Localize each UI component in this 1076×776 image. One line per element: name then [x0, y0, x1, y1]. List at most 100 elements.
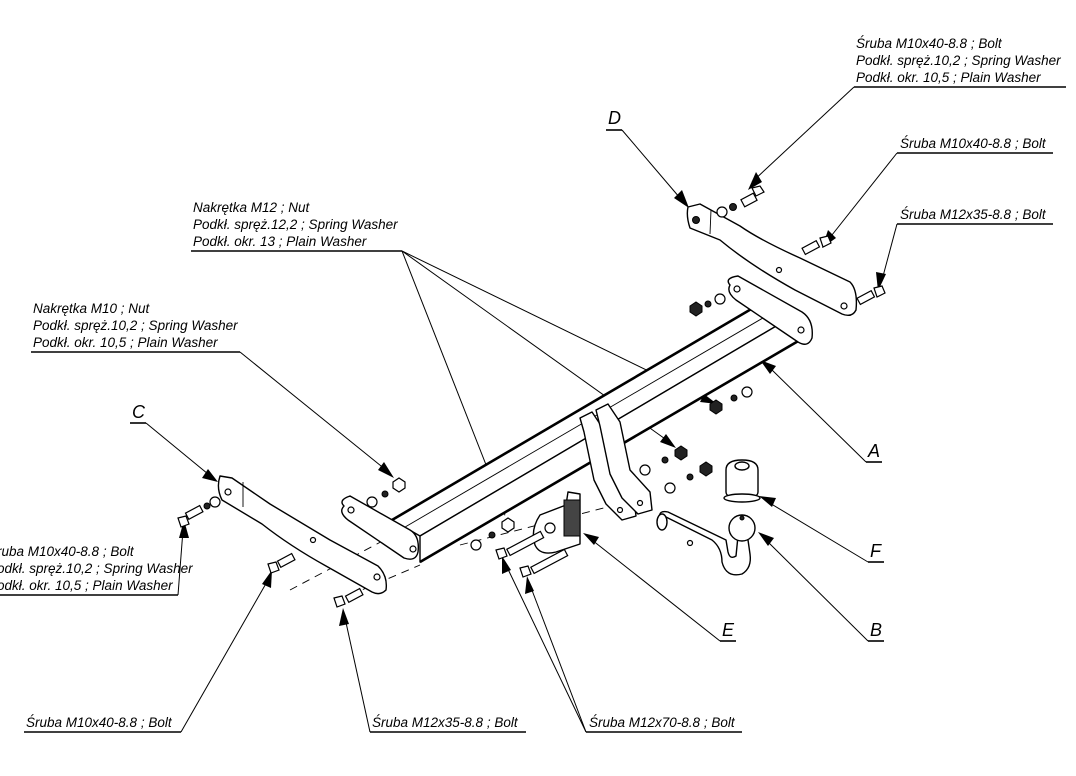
left-end-plate — [341, 495, 420, 560]
bolt-head — [519, 565, 532, 578]
callout-line: Śruba M10x40-8.8 ; Bolt — [856, 36, 1003, 51]
callout-bottom-bolt-m10: Śruba M10x40-8.8 ; Bolt — [24, 570, 272, 733]
plain-washer — [209, 496, 221, 508]
bolt-hole — [347, 506, 355, 514]
callout-line: Nakrętka M12 ; Nut — [193, 200, 311, 215]
bolt-hole — [733, 285, 741, 293]
bolt-shank — [530, 548, 569, 575]
socket-hole — [544, 522, 556, 534]
arrow-icon — [525, 576, 534, 594]
socket-plate-e — [532, 491, 581, 554]
callout-line: Podkł. spręż.12,2 ; Spring Washer — [193, 217, 398, 232]
crossbar-edge — [391, 296, 771, 522]
callout-line: Podkł. okr. 13 ; Plain Washer — [193, 234, 367, 249]
plate-shape — [341, 495, 420, 560]
bolt-head — [177, 515, 190, 528]
bracket-c — [217, 475, 388, 595]
bolt-head — [751, 185, 765, 197]
bolt-hole — [616, 506, 624, 514]
plain-washer — [716, 206, 728, 218]
callout-bottom-bolt-m12x70: Śruba M12x70-8.8 ; Bolt — [502, 556, 742, 733]
callout-line: Śruba M12x35-8.8 ; Bolt — [372, 715, 519, 730]
bolt-hole — [409, 545, 417, 553]
bolt-shank — [184, 504, 204, 521]
bracket-bend — [709, 209, 712, 235]
part-letter-d: D — [606, 108, 689, 208]
callout-bottom-bolt-m12x35: Śruba M12x35-8.8 ; Bolt — [339, 608, 526, 733]
bolt-shank — [344, 587, 364, 604]
neck-hole — [686, 539, 694, 547]
part-letter: B — [870, 620, 882, 640]
part-letter-b: B — [758, 532, 884, 642]
ball-neck-b — [656, 510, 756, 576]
bolt-head — [495, 547, 508, 560]
hardware — [177, 185, 886, 608]
hanger-plate — [595, 403, 653, 515]
leader-line — [767, 501, 869, 563]
arrow-icon — [262, 570, 272, 588]
part-letter-e: E — [583, 533, 736, 642]
plain-washer — [714, 293, 726, 305]
bolt-hole — [224, 488, 232, 496]
arrow-icon — [502, 556, 511, 574]
arrow-icon — [660, 434, 676, 448]
arrow-icon — [674, 190, 689, 208]
part-letter: C — [132, 402, 146, 422]
callout-line: Śruba M12x35-8.8 ; Bolt — [900, 207, 1047, 222]
ball-cap-f — [723, 459, 761, 503]
nut — [392, 477, 406, 493]
part-letter-c: C — [130, 402, 218, 482]
bracket-shape — [686, 203, 858, 317]
bolt-hole — [373, 573, 381, 581]
ball-top — [739, 515, 745, 521]
bolt-shank — [856, 289, 876, 306]
arrow-icon — [748, 172, 762, 190]
leader-line — [145, 422, 209, 475]
spring-washer — [729, 203, 737, 211]
spring-washer — [730, 394, 738, 402]
neck-tube — [658, 510, 752, 576]
cap-rim — [723, 493, 761, 503]
leader-line — [344, 617, 371, 733]
bracket-d — [686, 203, 858, 317]
callout-right-bolt-m10: Śruba M10x40-8.8 ; Bolt — [822, 136, 1053, 248]
callout-line: Nakrętka M10 ; Nut — [33, 301, 151, 316]
tow-ball — [728, 514, 756, 542]
part-letter-a: A — [760, 360, 882, 463]
bolt-head — [333, 595, 346, 608]
callout-line: Podkł. okr. 10,5 ; Plain Washer — [0, 578, 173, 593]
bolt-hole — [775, 266, 783, 274]
plain-washer — [366, 496, 378, 508]
callout-line: Podkł. okr. 10,5 ; Plain Washer — [33, 335, 218, 350]
arrow-icon — [758, 532, 774, 546]
callout-line: Podkł. okr. 10,5 ; Plain Washer — [856, 70, 1041, 85]
axis-line — [459, 504, 616, 546]
bolt-head — [819, 235, 832, 248]
plain-washer — [639, 464, 651, 476]
arrow-icon — [759, 496, 776, 507]
bolt-head — [873, 285, 886, 298]
spring-washer — [381, 490, 389, 498]
bolt-shank — [740, 192, 758, 208]
callout-line: Śruba M12x70-8.8 ; Bolt — [589, 715, 736, 730]
bolt-head — [267, 561, 280, 574]
bolt-hole — [309, 536, 317, 544]
bracket-shape — [217, 475, 388, 595]
callout-line: Śruba M10x40-8.8 ; Bolt — [0, 544, 135, 559]
bolt-hole — [797, 326, 805, 334]
bolt-shank — [506, 530, 545, 557]
leader-line — [751, 86, 855, 183]
plate-shape — [727, 275, 813, 345]
leader-line — [881, 223, 898, 281]
bolt-shank — [276, 552, 296, 569]
callout-right-bolt-m12: Śruba M12x35-8.8 ; Bolt — [876, 207, 1053, 291]
part-letter: D — [608, 108, 621, 128]
leader-line — [765, 539, 869, 642]
center-hanger-bracket — [579, 403, 653, 521]
bolt-hole — [840, 302, 848, 310]
neck-end — [656, 513, 668, 531]
nut — [501, 517, 515, 533]
spring-washer — [488, 531, 496, 539]
bolt-hole — [692, 216, 700, 224]
